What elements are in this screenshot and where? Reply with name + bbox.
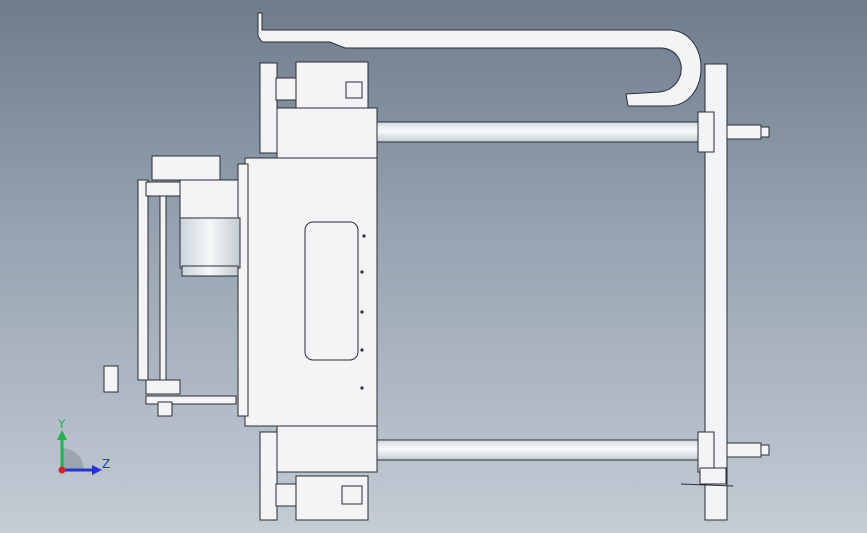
sensor-bracket[interactable] <box>103 365 119 393</box>
top-clamp-cap[interactable] <box>275 77 297 101</box>
carriage-side-strip[interactable] <box>237 163 249 417</box>
top-clamp-screw[interactable] <box>345 81 363 99</box>
triad-y-label: Y <box>57 417 66 431</box>
top-flange-plate[interactable] <box>259 62 278 154</box>
triad-quadrant <box>62 448 84 470</box>
lower-link-block[interactable] <box>157 401 173 417</box>
lower-guide-rod[interactable] <box>376 439 703 461</box>
end-plate[interactable] <box>704 63 728 521</box>
lower-rod-end[interactable] <box>726 442 762 458</box>
motor-top-mount[interactable] <box>151 155 221 181</box>
lower-rod-support[interactable] <box>697 431 715 473</box>
assembly-model[interactable] <box>103 12 770 521</box>
triad-z-arrow <box>92 465 102 475</box>
lower-slide-block[interactable] <box>276 425 378 473</box>
upper-rod-end[interactable] <box>726 124 762 140</box>
triad-origin <box>58 466 66 474</box>
upper-slide-block[interactable] <box>276 107 378 159</box>
motor-gearbox[interactable] <box>179 179 239 219</box>
lower-pulley[interactable] <box>145 379 181 395</box>
motor-end-cap[interactable] <box>181 265 239 277</box>
upper-guide-rod[interactable] <box>376 121 703 143</box>
bottom-clamp-screw[interactable] <box>341 485 363 505</box>
bottom-flange-plate[interactable] <box>259 431 278 521</box>
upper-pulley[interactable] <box>145 181 181 197</box>
end-plate-bracket[interactable] <box>699 467 727 485</box>
hook-bracket[interactable] <box>257 12 702 107</box>
triad-z-label: Z <box>102 457 110 471</box>
axis-triad: Y Z <box>57 417 110 475</box>
belt-housing[interactable] <box>137 179 149 381</box>
triad-y-arrow <box>57 430 67 440</box>
belt-strip[interactable] <box>159 195 167 383</box>
lower-link-rod[interactable] <box>145 395 237 405</box>
upper-rod-tip[interactable] <box>760 126 770 138</box>
lower-rod-tip[interactable] <box>760 444 770 456</box>
end-plate-bolt <box>680 483 734 487</box>
bottom-clamp-cap[interactable] <box>275 483 297 507</box>
upper-rod-support[interactable] <box>697 111 715 153</box>
motor-body[interactable] <box>179 217 241 269</box>
carriage-window[interactable] <box>304 221 359 361</box>
carriage-bolts <box>360 234 366 390</box>
